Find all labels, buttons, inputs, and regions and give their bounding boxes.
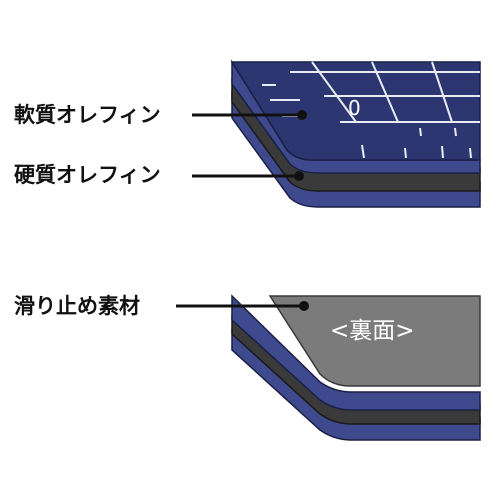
label-soft-olefin: 軟質オレフィン <box>14 103 161 127</box>
top-mat: 0 <box>230 59 481 208</box>
label-anti-slip: 滑り止め素材 <box>14 294 140 318</box>
top-mat-surface <box>230 61 481 161</box>
callout-anti-slip: 滑り止め素材 <box>14 294 309 318</box>
top-mat-grid <box>262 61 480 159</box>
bottom-mat-back-surface <box>268 295 481 387</box>
bottom-mat-upper-navy <box>231 294 481 411</box>
callout-hard-olefin: 硬質オレフィン <box>14 163 304 187</box>
back-side-label: <裏面> <box>330 318 415 344</box>
label-hard-olefin: 硬質オレフィン <box>14 163 161 187</box>
ruler-number: 0 <box>348 96 361 120</box>
leader-dot-anti-slip <box>299 301 309 311</box>
leader-dot-soft-olefin <box>297 110 307 120</box>
bottom-mat: <裏面> <box>231 294 481 441</box>
callout-soft-olefin: 軟質オレフィン <box>14 103 307 127</box>
leader-dot-hard-olefin <box>294 171 304 181</box>
